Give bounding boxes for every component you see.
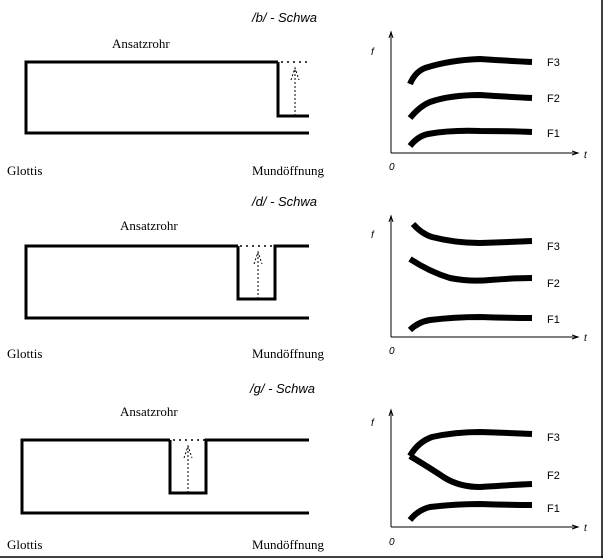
panel-d-schwa: /d/ - Schwa Ansatzrohr Glottis Mundöffnu… (7, 194, 588, 361)
formant-f1-curve (407, 314, 533, 333)
axis-t-label: t (584, 333, 588, 344)
mouth-opening-label: Mundöffnung (252, 163, 324, 178)
mouth-opening-label: Mundöffnung (252, 346, 324, 361)
vocal-tract-tube (24, 244, 309, 320)
glottis-label: Glottis (7, 163, 42, 178)
vocal-tract-tube (20, 438, 309, 515)
formant-label-f3: F3 (547, 57, 560, 69)
formant-f1-curve (407, 501, 533, 522)
formant-label-f2: F2 (547, 93, 560, 105)
formant-label-f3: F3 (547, 432, 560, 444)
formant-f3-curve (410, 221, 533, 246)
origin-label: 0 (389, 346, 395, 357)
formant-axes (388, 214, 580, 340)
formant-label-f2: F2 (547, 470, 560, 482)
glottis-label: Glottis (7, 537, 42, 552)
formant-label-f2: F2 (547, 278, 560, 290)
panel-title: /d/ - Schwa (251, 194, 317, 209)
formant-f2-curve (408, 453, 533, 490)
formant-label-f3: F3 (547, 241, 560, 253)
panel-title: /g/ - Schwa (249, 381, 315, 396)
tube-label: Ansatzrohr (120, 218, 178, 233)
opening-arrow-icon (290, 66, 300, 116)
formant-axes (388, 408, 580, 530)
mouth-opening-label: Mundöffnung (252, 537, 324, 552)
axis-f-label: f (371, 418, 375, 429)
formant-f3-curve (407, 429, 533, 458)
vocal-tract-tube (24, 60, 309, 135)
glottis-label: Glottis (7, 346, 42, 361)
origin-label: 0 (389, 537, 395, 548)
formant-label-f1: F1 (547, 128, 560, 140)
tube-label: Ansatzrohr (120, 404, 178, 419)
formant-f2-curve (407, 92, 533, 120)
formant-f2-curve (408, 256, 533, 284)
opening-arrow-icon (183, 444, 193, 493)
origin-label: 0 (389, 162, 395, 173)
axis-t-label: t (584, 150, 588, 161)
opening-arrow-icon (253, 250, 263, 299)
axis-t-label: t (584, 523, 588, 534)
axis-f-label: f (371, 230, 375, 241)
panel-b-schwa: /b/ - Schwa Ansatzrohr Glottis Mundöffnu… (7, 10, 588, 178)
formant-f3-curve (407, 56, 533, 86)
tube-label: Ansatzrohr (112, 36, 170, 51)
formant-axes (388, 30, 580, 156)
panel-g-schwa: /g/ - Schwa Ansatzrohr Glottis Mundöffnu… (7, 381, 588, 552)
axis-f-label: f (371, 47, 375, 58)
formant-label-f1: F1 (547, 503, 560, 515)
formant-f1-curve (407, 127, 533, 148)
formant-label-f1: F1 (547, 314, 560, 326)
panel-title: /b/ - Schwa (251, 10, 317, 25)
